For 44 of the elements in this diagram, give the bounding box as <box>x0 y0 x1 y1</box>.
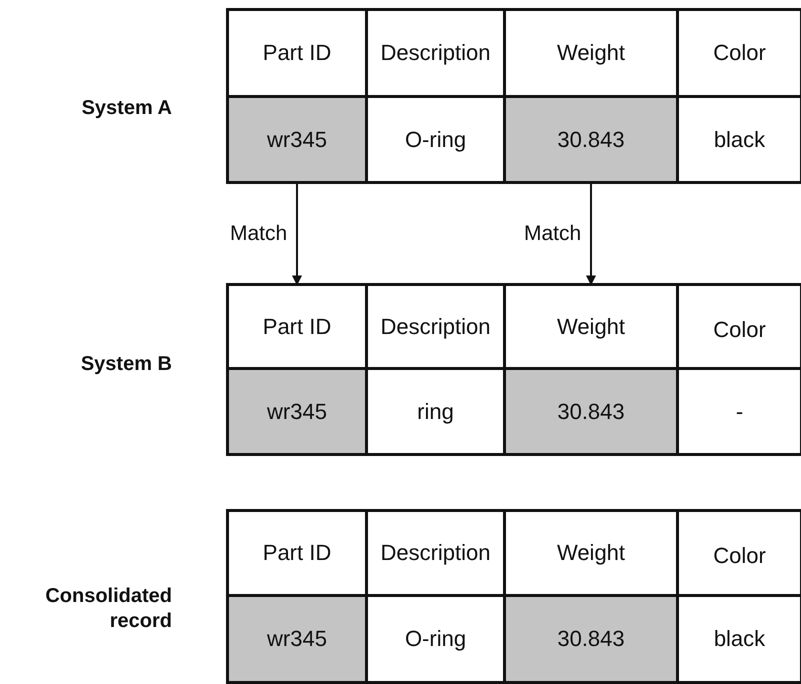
column-header: Description <box>380 540 491 566</box>
arrow <box>292 182 302 286</box>
table-cell <box>226 283 368 370</box>
table-cell <box>503 594 679 684</box>
table-cell <box>226 594 368 684</box>
arrow <box>586 182 596 286</box>
cell-value: ring <box>417 398 454 424</box>
row-label: Consolidated record <box>44 584 172 634</box>
row-label: System A <box>80 96 172 121</box>
cell-value: wr345 <box>267 626 327 652</box>
cell-value: 30.843 <box>557 398 625 424</box>
table-cell <box>503 95 679 184</box>
cell-value: wr345 <box>267 398 327 424</box>
cell-value: black <box>714 126 766 152</box>
column-header: Weight <box>556 40 626 66</box>
table-cell <box>226 95 368 184</box>
cell-value: - <box>736 398 744 424</box>
column-header: Description <box>380 314 491 340</box>
column-header: Color <box>713 40 766 66</box>
table-cell <box>676 8 801 98</box>
column-header: Color <box>713 316 766 342</box>
row-label: System B <box>80 352 172 377</box>
column-header: Part ID <box>262 314 332 340</box>
column-header: Part ID <box>262 540 332 566</box>
cell-value: black <box>714 626 766 652</box>
table-cell <box>676 367 801 456</box>
table-cell <box>676 509 801 597</box>
table-cell <box>503 367 679 456</box>
column-header: Weight <box>556 314 626 340</box>
table-cell <box>226 509 368 597</box>
cell-value: 30.843 <box>557 126 625 152</box>
column-header: Weight <box>556 540 626 566</box>
cell-value: O-ring <box>404 626 466 652</box>
table-cell <box>676 95 801 184</box>
column-header: Color <box>713 543 766 569</box>
cell-value: O-ring <box>404 126 466 152</box>
table-cell <box>226 8 368 98</box>
table-cell <box>226 367 368 456</box>
table-cell <box>676 283 801 370</box>
cell-value: wr345 <box>267 126 327 152</box>
column-header: Description <box>380 40 491 66</box>
cell-value: 30.843 <box>557 626 625 652</box>
table-cell <box>676 594 801 684</box>
column-header: Part ID <box>262 40 332 66</box>
